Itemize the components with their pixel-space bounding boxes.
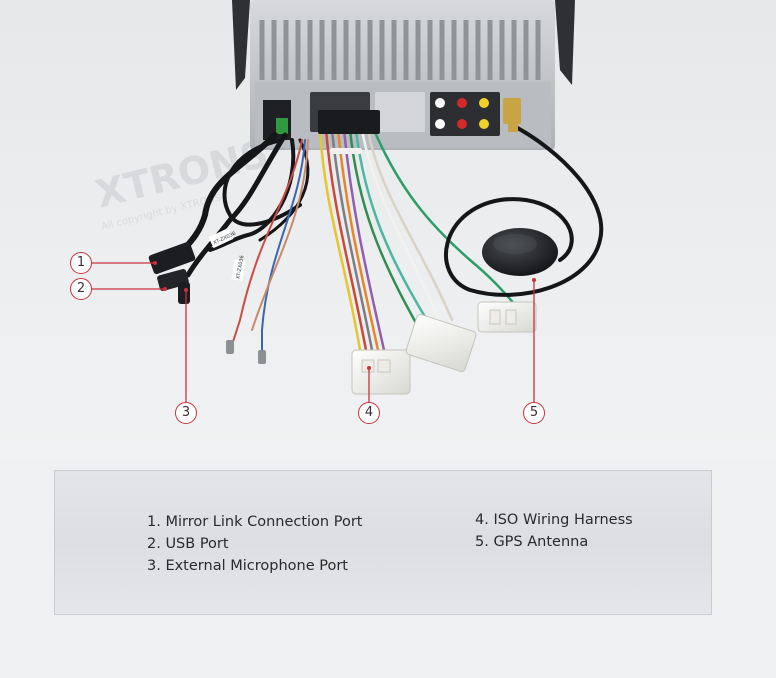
- cable-tag-b: [231, 259, 246, 281]
- legend-item-mirror-link: 1. Mirror Link Connection Port: [147, 514, 363, 530]
- iso-plug-main: [351, 349, 411, 395]
- loose-wires: [231, 139, 309, 356]
- legend-item-usb-port: 2. USB Port: [147, 536, 229, 552]
- callout-3: 3: [175, 402, 197, 424]
- legend-column-left: 1. Mirror Link Connection Port 2. USB Po…: [147, 511, 362, 577]
- cable-tag-a: [208, 227, 234, 249]
- gps-antenna: [482, 228, 558, 276]
- iso-harness-wires: [318, 128, 522, 352]
- legend-panel: 1. Mirror Link Connection Port 2. USB Po…: [54, 470, 712, 615]
- cable-tie: [330, 148, 362, 154]
- head-unit: [232, 0, 575, 150]
- harness-head-connector: [318, 110, 380, 134]
- legend-item-iso-harness: 4. ISO Wiring Harness: [475, 512, 633, 528]
- harness-plug-side: [477, 301, 537, 333]
- callout-leaders: [92, 262, 535, 402]
- microphone-connector: [178, 282, 190, 304]
- wire-tip: [226, 340, 234, 354]
- gps-antenna-jack: [508, 114, 518, 132]
- gps-cable: [444, 123, 604, 297]
- legend-column-right: 4. ISO Wiring Harness 5. GPS Antenna: [475, 509, 633, 553]
- legend-item-microphone-port: 3. External Microphone Port: [147, 558, 348, 574]
- mirror-link-connector: [148, 241, 196, 275]
- wire-tip: [258, 350, 266, 364]
- cable-tag-b-text: XT-ZX036: [235, 255, 245, 280]
- callout-4: 4: [358, 402, 380, 424]
- callout-2: 2: [70, 278, 92, 300]
- iso-plug-secondary: [405, 313, 477, 373]
- callout-1: 1: [70, 252, 92, 274]
- harness-photo: XTRONS All copyright by XTRONS XT-ZX036 …: [0, 0, 776, 460]
- legend-item-gps-antenna: 5. GPS Antenna: [475, 534, 589, 550]
- callout-5: 5: [523, 402, 545, 424]
